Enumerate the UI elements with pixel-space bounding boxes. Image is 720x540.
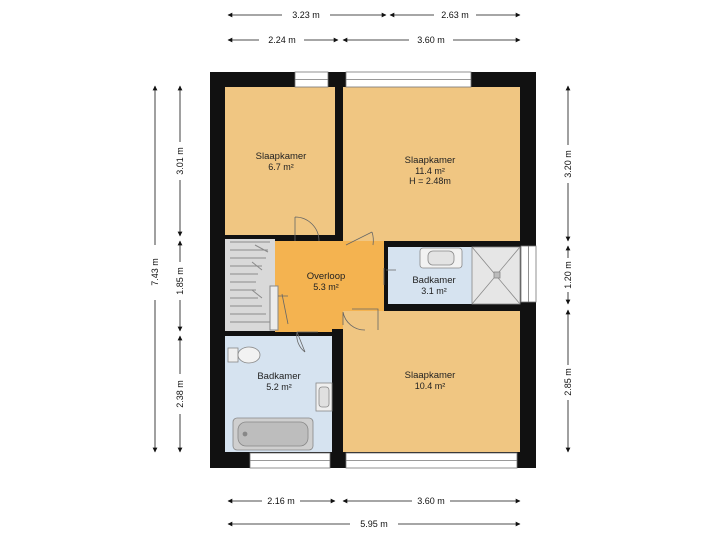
dimension-lines: [152, 12, 571, 527]
dim-left-seg-3: 2.38 m: [175, 380, 185, 408]
room-label-bedroom-bottom-area: 10.4 m²: [415, 381, 446, 391]
stairs-area: [225, 239, 275, 331]
dim-left-total: 7.43 m: [150, 258, 160, 286]
room-label-bedroom-bottom-name: Slaapkamer: [405, 370, 456, 381]
room-label-landing-name: Overloop: [307, 271, 346, 282]
room-label-landing-area: 5.3 m²: [313, 282, 339, 292]
dim-left-seg-2: 1.85 m: [175, 267, 185, 295]
room-label-bathroom-large-area: 5.2 m²: [266, 382, 292, 392]
room-label-bathroom-small-area: 3.1 m²: [421, 286, 447, 296]
dim-right-seg-3: 2.85 m: [563, 368, 573, 396]
dim-bottom-1b: 3.60 m: [417, 496, 445, 506]
dim-right-seg-2: 1.20 m: [563, 261, 573, 289]
landing-notch: [275, 329, 332, 332]
dim-top-2a: 2.24 m: [268, 35, 296, 45]
bedroom-top-right-floor: [343, 87, 520, 241]
room-label-bedroom-top-right-name: Slaapkamer: [405, 155, 456, 166]
dim-top-1b: 2.63 m: [441, 10, 469, 20]
dim-bottom-1a: 2.16 m: [267, 496, 295, 506]
door-swings: [278, 216, 396, 353]
bedroom-bottom-floor: [343, 311, 520, 452]
room-label-bedroom-top-left-area: 6.7 m²: [268, 162, 294, 172]
windows: [249, 71, 537, 469]
wall-bath-landing: [384, 245, 388, 309]
room-label-bathroom-large-name: Badkamer: [257, 371, 300, 382]
room-label-bedroom-top-right-height: H = 2.48m: [409, 176, 451, 186]
dim-top-1a: 3.23 m: [292, 10, 320, 20]
dim-right-seg-1: 3.20 m: [563, 150, 573, 178]
room-label-bathroom-small-name: Badkamer: [412, 275, 455, 286]
dim-left-seg-1: 3.01 m: [175, 147, 185, 175]
dim-bottom-total: 5.95 m: [360, 519, 388, 529]
stairs: [230, 241, 279, 331]
dim-top-2b: 3.60 m: [417, 35, 445, 45]
bedroom-top-left-floor: [225, 87, 335, 235]
room-label-bedroom-top-right-area: 11.4 m²: [415, 166, 445, 176]
room-label-bedroom-top-left-name: Slaapkamer: [256, 151, 307, 162]
fixtures: [227, 246, 521, 451]
